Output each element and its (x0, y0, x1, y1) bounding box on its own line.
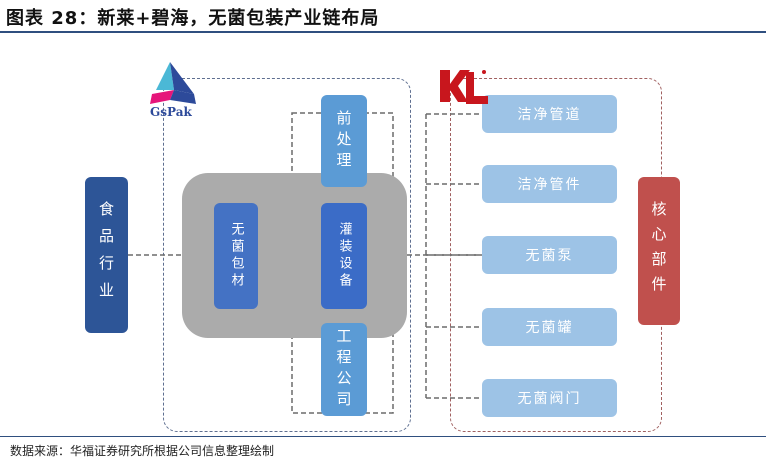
title-divider (0, 31, 766, 33)
food-industry-box: 食品行业 (85, 177, 128, 333)
component-box: 无菌罐 (482, 308, 617, 346)
filling-equipment-label: 灌装设备 (336, 222, 352, 290)
filling-equipment-box: 灌装设备 (321, 203, 367, 309)
component-box: 洁净管道 (482, 95, 617, 133)
engineering-company-label: 工程公司 (334, 327, 353, 412)
component-label: 无菌泵 (525, 248, 574, 264)
core-parts-label: 核心部件 (649, 201, 668, 301)
gspak-logo-text: GsPak (150, 105, 192, 119)
sterile-material-box: 无菌包材 (214, 203, 258, 309)
component-label: 洁净管件 (517, 177, 582, 193)
core-parts-box: 核心部件 (638, 177, 680, 325)
component-label: 无菌罐 (525, 320, 574, 336)
figure-title: 图表 28：新莱+碧海，无菌包装产业链布局 (6, 8, 380, 29)
kl-logo-icon (440, 70, 488, 104)
component-label: 洁净管道 (517, 107, 582, 123)
food-industry-label: 食品行业 (97, 201, 115, 309)
component-box: 洁净管件 (482, 165, 617, 203)
component-label: 无菌阀门 (517, 391, 582, 407)
component-box: 无菌泵 (482, 236, 617, 274)
component-box: 无菌阀门 (482, 379, 617, 417)
sterile-material-label: 无菌包材 (228, 222, 244, 290)
engineering-company-box: 工程公司 (321, 323, 367, 416)
gspak-logo-icon: GsPak (150, 62, 196, 119)
pre-treatment-box: 前处理 (321, 95, 367, 187)
pre-treatment-label: 前处理 (334, 109, 353, 173)
source-note: 数据来源：华福证券研究所根据公司信息整理绘制 (10, 444, 275, 458)
footer-divider (0, 436, 766, 437)
